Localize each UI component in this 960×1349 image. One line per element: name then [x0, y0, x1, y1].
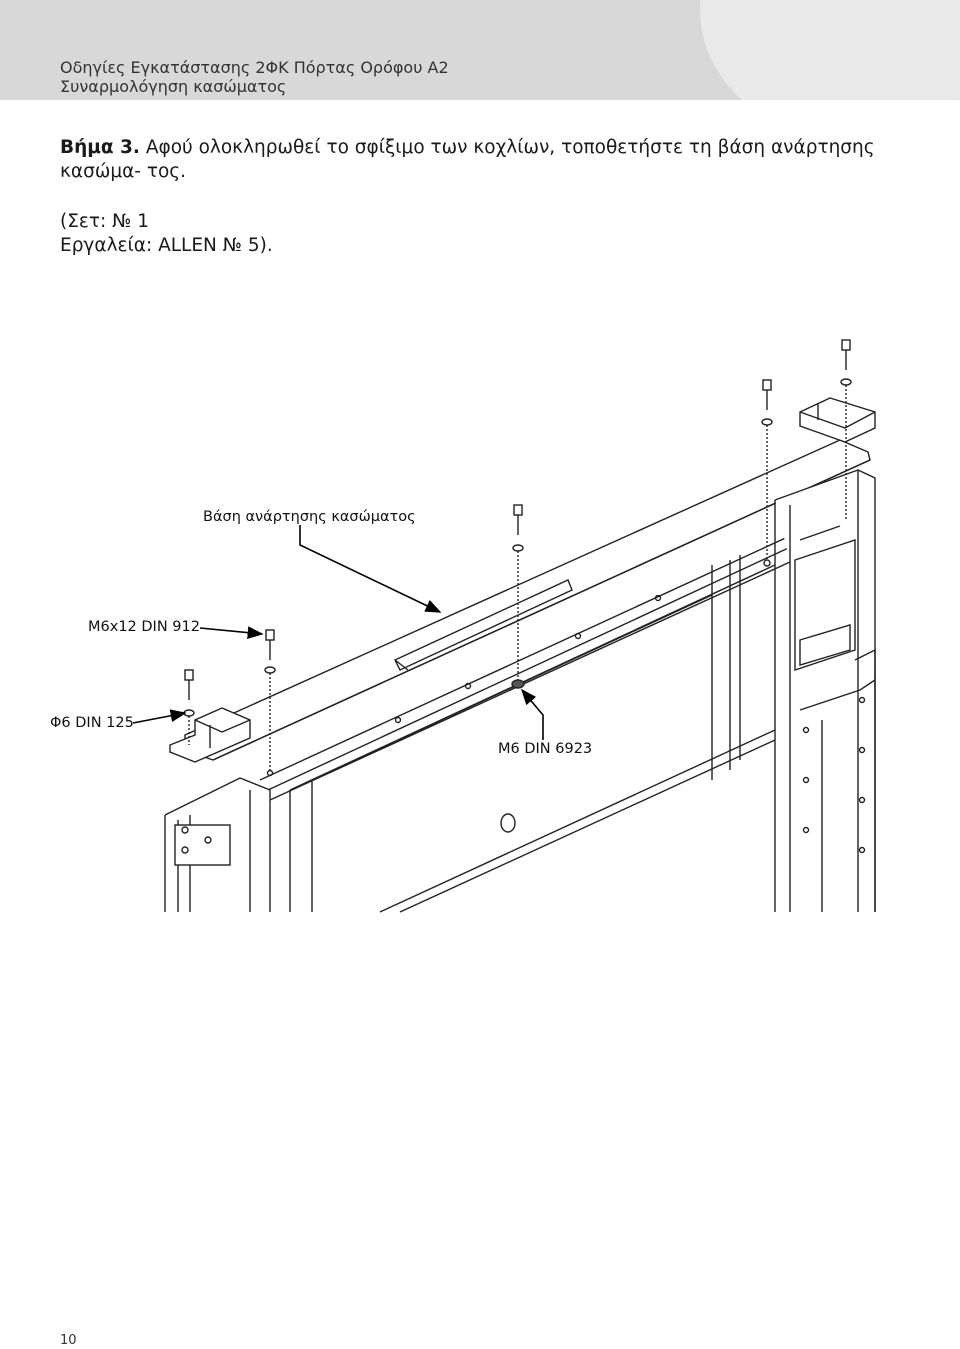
set-line: (Σετ: № 1 [60, 211, 150, 232]
bolt-1 [183, 669, 195, 745]
header-band: Οδηγίες Εγκατάστασης 2ΦΚ Πόρτας Ορόφου Α… [0, 0, 960, 100]
callout-nut: M6 DIN 6923 [498, 741, 593, 757]
nut-leader [520, 688, 544, 740]
hanger-leader [299, 525, 442, 613]
bolt-3 [511, 504, 525, 689]
document-title: Οδηγίες Εγκατάστασης 2ΦΚ Πόρτας Ορόφου Α… [60, 58, 449, 77]
right-door-post [774, 469, 876, 912]
fastener-group [183, 339, 852, 777]
bolt-leader [199, 626, 264, 639]
right-bracket [799, 397, 876, 443]
hanger-base-plate [394, 579, 573, 671]
bolt-2 [264, 629, 276, 777]
door-panel-frame [289, 555, 776, 913]
assembly-diagram [132, 339, 876, 913]
header-decoration [700, 0, 960, 100]
document-subtitle: Συναρμολόγηση κασώματος [60, 77, 287, 96]
set-tools-note: (Σετ: № 1 Εργαλεία: ALLEN № 5). [60, 210, 273, 258]
page-number: 10 [60, 1333, 77, 1348]
callout-washer: Φ6 DIN 125 [50, 715, 134, 731]
left-door-post [164, 777, 313, 912]
callout-hanger-base: Βάση ανάρτησης κασώματος [203, 509, 416, 525]
washer-leader [132, 709, 187, 724]
callout-bolt: M6x12 DIN 912 [88, 619, 200, 635]
step-instruction: Βήμα 3. Αφού ολοκληρωθεί το σφίξιμο των … [60, 136, 920, 184]
tools-line: Εργαλεία: ALLEN № 5). [60, 235, 273, 256]
bolt-5 [840, 339, 852, 520]
left-bracket [169, 707, 251, 763]
step-label: Βήμα 3. [60, 137, 140, 158]
bolt-4 [761, 379, 773, 567]
step-text: Αφού ολοκληρωθεί το σφίξιμο των κοχλίων,… [60, 137, 875, 182]
